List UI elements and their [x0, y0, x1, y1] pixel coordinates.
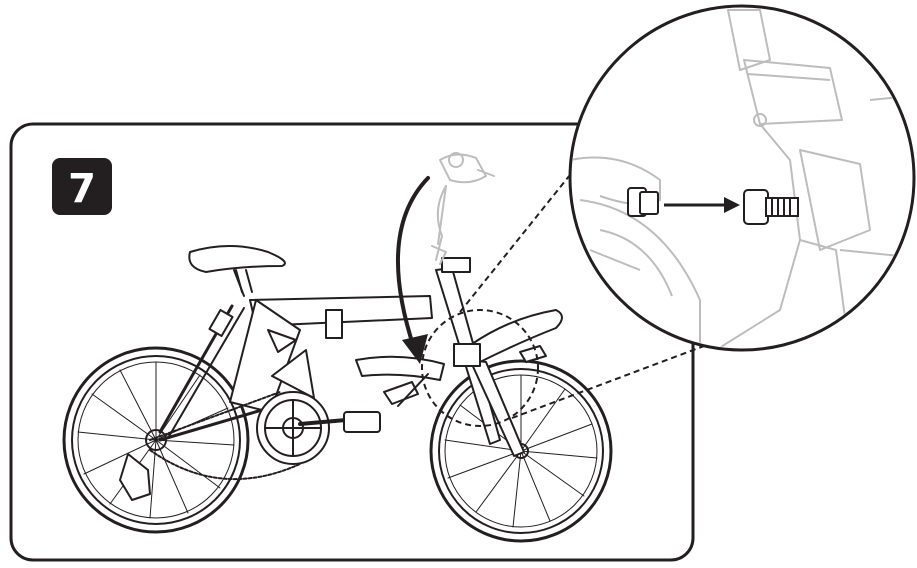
step-number: 7: [68, 166, 96, 212]
saddle: [188, 245, 286, 273]
stem-clamp: [453, 343, 481, 367]
fold-arrow: [395, 176, 430, 364]
hinge-bolt: [743, 189, 799, 225]
step-badge: 7: [52, 158, 112, 215]
zoom-callout: [568, 4, 916, 352]
chainring: [256, 391, 330, 465]
derailleur: [119, 453, 151, 501]
zoom-target: [421, 309, 539, 427]
frame-hinge: [325, 309, 343, 339]
insert-arrow: [664, 197, 740, 213]
handlebar-right: [471, 309, 563, 363]
callout-leader-bottom: [511, 339, 721, 419]
ghost-handlebar: [431, 152, 495, 265]
folding-bicycle: [62, 245, 613, 543]
pedal: [343, 411, 381, 433]
chain: [149, 391, 301, 480]
hinge-bolt-old: [627, 187, 659, 217]
